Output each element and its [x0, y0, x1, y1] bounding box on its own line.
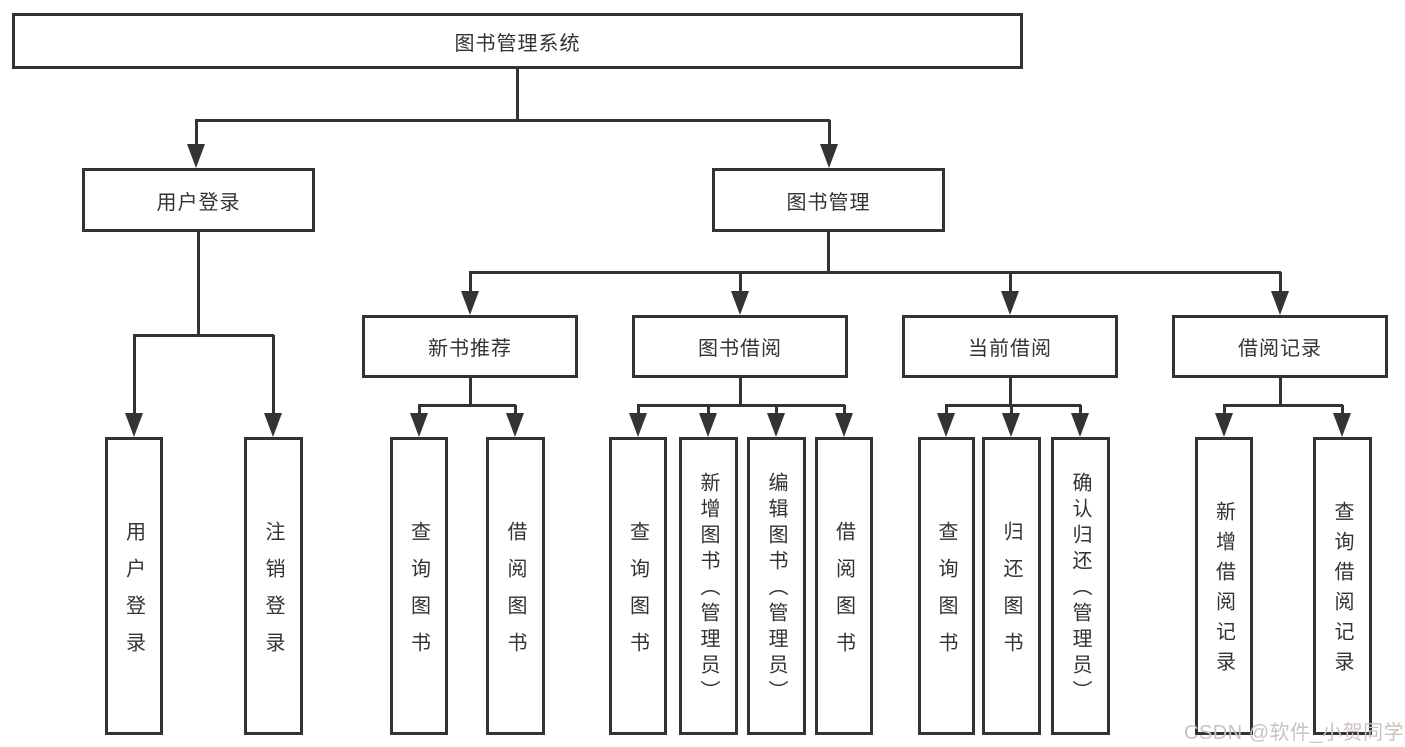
- node-borrowing-records: 借阅记录: [1172, 315, 1388, 378]
- csdn-watermark: CSDN @软件_小贺同学: [1184, 722, 1405, 744]
- leaf-current-query-books: 查询图书: [918, 437, 975, 735]
- connector-drop-line: [195, 120, 198, 144]
- leaf-add-borrow-record: 新增借阅记录: [1195, 437, 1253, 735]
- connector-drop-line: [1279, 272, 1282, 291]
- node-label: 借阅记录: [1238, 338, 1322, 360]
- connector-drop-line: [707, 405, 710, 413]
- arrow-down-icon: [699, 413, 717, 437]
- connector-drop-line: [739, 272, 742, 291]
- leaf-borrow-query-books: 查询图书: [609, 437, 667, 735]
- connector-stem-line: [516, 69, 519, 122]
- connector-drop-line: [469, 272, 472, 291]
- connector-bar-line: [469, 271, 1281, 274]
- arrow-down-icon: [1215, 413, 1233, 437]
- arrow-down-icon: [1001, 291, 1019, 315]
- leaf-recommend-borrow-books: 借阅图书: [486, 437, 545, 735]
- arrow-down-icon: [125, 413, 143, 437]
- node-label: 图书管理: [786, 191, 871, 214]
- node-label: 归还图书: [1000, 520, 1022, 669]
- arrow-down-icon: [767, 413, 785, 437]
- node-label: 查询借阅记录: [1331, 501, 1353, 681]
- node-current-borrowing: 当前借阅: [902, 315, 1118, 378]
- arrow-down-icon: [506, 413, 524, 437]
- node-label: 借阅图书: [832, 520, 855, 669]
- node-label: 查询图书: [407, 520, 430, 669]
- connector-stem-line: [827, 232, 830, 274]
- node-label: 图书管理系统: [454, 32, 581, 55]
- connector-drop-line: [945, 405, 948, 413]
- arrow-down-icon: [1333, 413, 1351, 437]
- node-label: 新增借阅记录: [1212, 501, 1235, 681]
- node-label: 图书借阅: [698, 338, 782, 360]
- arrow-down-icon: [1002, 413, 1020, 437]
- connector-drop-line: [514, 405, 517, 413]
- leaf-recommend-query-books: 查询图书: [390, 437, 448, 735]
- connector-drop-line: [1341, 405, 1344, 413]
- connector-drop-line: [1223, 405, 1226, 413]
- arrow-down-icon: [461, 291, 479, 315]
- connector-drop-line: [1010, 405, 1013, 413]
- node-label: 注销登录: [262, 520, 284, 669]
- connector-drop-line: [828, 120, 831, 144]
- connector-drop-line: [418, 405, 421, 413]
- connector-bar-line: [195, 119, 830, 122]
- arrow-down-icon: [264, 413, 282, 437]
- connector-stem-line: [1009, 378, 1012, 407]
- node-label: 查询图书: [935, 520, 957, 669]
- node-label: 新增图书（管理员）: [697, 472, 719, 706]
- node-label: 新书推荐: [428, 338, 512, 360]
- leaf-add-books-admin: 新增图书（管理员）: [679, 437, 738, 735]
- connector-drop-line: [775, 405, 778, 413]
- connector-bar-line: [133, 334, 274, 337]
- node-label: 借阅图书: [504, 520, 526, 669]
- arrow-down-icon: [835, 413, 853, 437]
- node-label: 用户登录: [156, 191, 241, 214]
- connector-stem-line: [197, 232, 200, 337]
- connector-bar-line: [945, 404, 1081, 407]
- node-book-borrowing: 图书借阅: [632, 315, 848, 378]
- leaf-user-login: 用户登录: [105, 437, 163, 735]
- connector-drop-line: [843, 405, 846, 413]
- node-label: 编辑图书（管理员）: [765, 472, 787, 706]
- node-new-book-recommend: 新书推荐: [362, 315, 578, 378]
- arrow-down-icon: [820, 144, 838, 168]
- connector-drop-line: [1079, 405, 1082, 413]
- connector-bar-line: [418, 404, 516, 407]
- leaf-edit-books-admin: 编辑图书（管理员）: [747, 437, 806, 735]
- connector-drop-line: [133, 335, 136, 413]
- connector-drop-line: [637, 405, 640, 413]
- connector-stem-line: [1279, 378, 1282, 407]
- node-library-management-system: 图书管理系统: [12, 13, 1023, 69]
- connector-stem-line: [739, 378, 742, 407]
- connector-drop-line: [1009, 272, 1012, 291]
- connector-bar-line: [1223, 404, 1343, 407]
- arrow-down-icon: [629, 413, 647, 437]
- leaf-logout: 注销登录: [244, 437, 303, 735]
- node-label: 查询图书: [626, 520, 649, 669]
- leaf-borrow-books: 借阅图书: [815, 437, 873, 735]
- node-book-management: 图书管理: [712, 168, 945, 232]
- arrow-down-icon: [731, 291, 749, 315]
- arrow-down-icon: [1271, 291, 1289, 315]
- arrow-down-icon: [410, 413, 428, 437]
- node-label: 当前借阅: [968, 338, 1052, 360]
- connector-stem-line: [469, 378, 472, 407]
- arrow-down-icon: [1071, 413, 1089, 437]
- node-user-login: 用户登录: [82, 168, 315, 232]
- leaf-query-borrow-record: 查询借阅记录: [1313, 437, 1372, 735]
- node-label: 用户登录: [122, 520, 145, 669]
- connector-drop-line: [272, 335, 275, 413]
- arrow-down-icon: [937, 413, 955, 437]
- arrow-down-icon: [187, 144, 205, 168]
- leaf-return-books: 归还图书: [982, 437, 1041, 735]
- leaf-confirm-return-admin: 确认归还（管理员）: [1051, 437, 1110, 735]
- node-label: 确认归还（管理员）: [1069, 472, 1091, 706]
- connector-bar-line: [637, 404, 845, 407]
